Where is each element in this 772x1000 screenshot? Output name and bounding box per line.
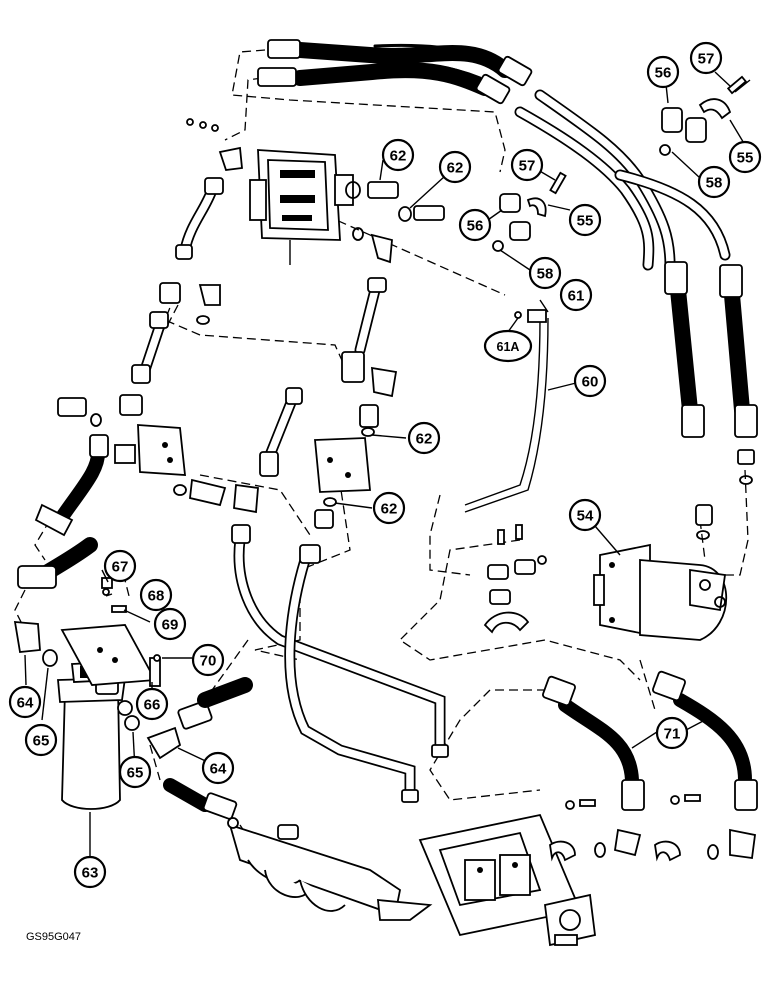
callout-62-middle: 62 [407,421,441,455]
callout-71: 71 [655,716,689,750]
upper-hoses [257,39,758,485]
callout-61-label: 61 [568,288,585,305]
callout-70-label: 70 [200,653,217,670]
callout-70: 70 [191,643,225,677]
callout-71-label: 71 [664,726,681,743]
callout-63: 63 [73,855,107,889]
callout-69-label: 69 [162,617,179,634]
motor-54 [593,504,728,641]
callout-61: 61 [559,278,593,312]
callout-60-label: 60 [582,374,599,391]
callout-56-upper: 56 [646,55,680,89]
callout-61a-label: 61A [497,340,520,354]
callout-63-label: 63 [82,865,99,882]
callout-55-lower-label: 55 [577,213,594,230]
callout-67: 67 [103,549,137,583]
callout-57-upper-label: 57 [698,51,715,68]
callout-68: 68 [139,578,173,612]
callout-68-label: 68 [148,588,165,605]
callout-55-upper-label: 55 [737,150,754,167]
callout-56-lower: 56 [458,208,492,242]
callout-60: 60 [573,364,607,398]
callout-62-top-right-label: 62 [447,160,464,177]
figure-code: GS95G047 [26,931,82,943]
valve-fittings [186,118,445,264]
callout-55-upper: 55 [728,140,762,174]
callout-54: 54 [568,498,602,532]
callout-66-label: 66 [144,697,161,714]
callout-64-right-label: 64 [210,761,227,778]
callout-56-upper-label: 56 [655,65,672,82]
callout-54-label: 54 [577,508,594,525]
callout-61a: 61A [483,329,533,363]
center-tube-assembly [231,277,449,803]
bottom-manifold [163,778,433,921]
callout-65-right: 65 [118,755,152,789]
callout-65-left: 65 [24,723,58,757]
left-tube-assembly [13,177,259,667]
callout-58-upper: 58 [697,165,731,199]
callout-66: 66 [135,687,169,721]
callout-62-top-left: 62 [381,138,415,172]
callout-65-right-label: 65 [127,765,144,782]
callout-58-lower-label: 58 [537,266,554,283]
callout-64-left-label: 64 [17,695,34,712]
callout-62-top-right: 62 [438,150,472,184]
callout-58-upper-label: 58 [706,175,723,192]
callout-62-lower: 62 [372,491,406,525]
callout-62-lower-label: 62 [381,501,398,518]
callout-62-top-left-label: 62 [390,148,407,165]
callout-69: 69 [153,607,187,641]
upper-clamp-hardware [492,75,751,252]
callout-65-left-label: 65 [33,733,50,750]
callout-62-middle-label: 62 [416,431,433,448]
filter-assembly [57,577,253,810]
callout-55-lower: 55 [568,203,602,237]
middle-clamp-hardware [483,524,547,634]
callout-67-label: 67 [112,559,129,576]
callout-56-lower-label: 56 [467,218,484,235]
callout-57-lower-label: 57 [519,158,536,175]
callout-labels: 54 55 55 56 56 57 57 58 58 60 61 61A 62 … [8,41,762,889]
tube-60 [464,309,549,513]
callout-64-right: 64 [201,751,235,785]
control-valve [249,149,354,265]
callout-64-left: 64 [8,685,42,719]
hoses-71 [542,670,758,811]
callout-57-upper: 57 [689,41,723,75]
leader-lines [24,71,746,856]
callout-57-lower: 57 [510,148,544,182]
callout-58-lower: 58 [528,256,562,290]
hydraulic-pump [418,794,757,947]
